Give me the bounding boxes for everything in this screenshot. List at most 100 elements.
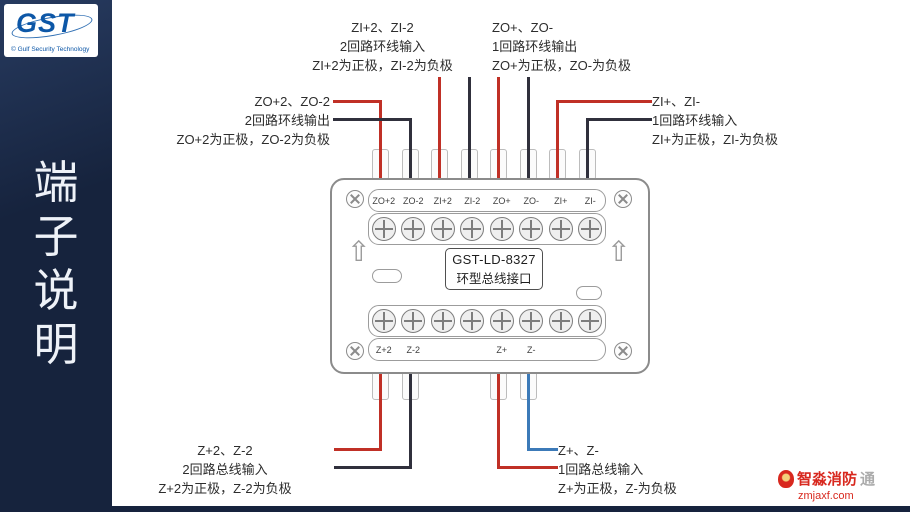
jumper-pad <box>576 286 602 300</box>
annotation-loop1-line-out: ZO+、ZO- 1回路环线输出 ZO+为正极，ZO-为负极 <box>492 18 682 75</box>
page-title-char: 明 <box>33 319 79 370</box>
terminal-screw-icon <box>371 217 396 241</box>
terminal-label: ZI+2 <box>433 195 452 206</box>
wire-z-negative <box>527 370 530 451</box>
terminal-screw-icon <box>578 217 603 241</box>
annotation-polarity: Z+2为正极，Z-2为负极 <box>158 481 292 496</box>
annotation-polarity: ZO+2为正极，ZO-2为负极 <box>176 132 331 147</box>
wire-zo-negative <box>527 77 530 178</box>
bottom-terminal-row <box>368 305 606 337</box>
annotation-loop2-bus-in: Z+2、Z-2 2回路总线输入 Z+2为正极，Z-2为负极 <box>118 441 332 498</box>
annotation-terminals: ZO+、ZO- <box>492 20 554 35</box>
watermark-site: zmjaxf.com <box>798 490 854 502</box>
terminal-label: ZI-2 <box>464 195 481 206</box>
terminal-screw-icon <box>460 309 485 333</box>
annotation-terminals: ZI+、ZI- <box>652 94 701 109</box>
terminal-label: Z- <box>527 344 536 355</box>
watermark-suffix: 通 <box>860 471 876 488</box>
annotation-desc: 2回路环线输入 <box>339 39 426 54</box>
watermark-brand: 智淼消防 <box>797 471 858 488</box>
wire-zo2-positive <box>379 100 382 178</box>
annotation-desc: 1回路总线输入 <box>558 462 644 477</box>
wire-z2-negative <box>334 466 411 469</box>
annotation-loop1-line-in: ZI+、ZI- 1回路环线输入 ZI+为正极，ZI-为负极 <box>652 92 852 149</box>
terminal-screw-icon <box>489 309 514 333</box>
terminal-label: Z+2 <box>375 344 392 355</box>
terminal-screw-icon <box>489 217 514 241</box>
gst-logo: GST © Gulf Security Technology <box>4 4 98 57</box>
annotation-polarity: Z+为正极，Z-为负极 <box>558 481 677 496</box>
wire-z2-positive <box>334 448 381 451</box>
terminal-label: ZO+ <box>492 195 511 206</box>
page-title: 端 子 说 明 <box>0 156 112 372</box>
wire-zi-negative <box>586 118 589 178</box>
annotation-terminals: ZI+2、ZI-2 <box>351 20 414 35</box>
up-arrow-icon: ⇧ <box>607 236 631 267</box>
gst-logo-subtext: © Gulf Security Technology <box>11 46 90 53</box>
annotation-loop2-line-out: ZO+2、ZO-2 2回路环线输出 ZO+2为正极，ZO-2为负极 <box>118 92 331 149</box>
annotation-desc: 2回路环线输出 <box>244 113 330 128</box>
terminal-label: ZI+ <box>554 195 568 206</box>
corner-screw-icon <box>614 190 632 208</box>
terminal-screw-icon <box>460 217 485 241</box>
terminal-screw-icon <box>430 309 455 333</box>
terminal-label: ZO+2 <box>372 195 396 206</box>
terminal-screw-icon <box>371 309 396 333</box>
terminal-label: ZO-2 <box>402 195 424 206</box>
wire-zo2-negative <box>409 118 412 178</box>
annotation-polarity: ZI+2为正极，ZI-2为负极 <box>312 58 453 73</box>
wire-zi-negative <box>586 118 652 121</box>
watermark-flame-icon <box>778 469 794 488</box>
terminal-label: ZO- <box>523 195 540 206</box>
wire-z2-positive <box>379 370 382 451</box>
annotation-terminals: Z+、Z- <box>558 443 599 458</box>
sidebar: GST © Gulf Security Technology 端 子 说 明 <box>0 0 112 512</box>
corner-screw-icon <box>346 342 364 360</box>
annotation-terminals: ZO+2、ZO-2 <box>254 94 331 109</box>
terminal-screw-icon <box>401 309 426 333</box>
jumper-pad <box>372 269 402 283</box>
corner-screw-icon <box>346 190 364 208</box>
corner-screw-icon <box>614 342 632 360</box>
wire-z-positive <box>498 466 558 469</box>
terminal-screw-icon <box>519 309 544 333</box>
up-arrow-icon: ⇧ <box>347 236 371 267</box>
top-terminal-labels: ZO+2 ZO-2 ZI+2 ZI-2 ZO+ ZO- ZI+ ZI- <box>368 189 606 212</box>
page-title-char: 端 <box>33 157 79 208</box>
terminal-block: ZO+2 ZO-2 ZI+2 ZI-2 ZO+ ZO- ZI+ ZI- ⇧ ⇧ … <box>330 178 650 374</box>
wire-zo-positive <box>497 77 500 178</box>
annotation-polarity: ZO+为正极，ZO-为负极 <box>492 58 632 73</box>
wire-zi-positive <box>556 100 559 178</box>
wire-zi2-negative <box>468 77 471 178</box>
page-title-char: 说 <box>33 265 79 316</box>
wire-z-negative <box>528 448 558 451</box>
top-terminal-row <box>368 213 606 245</box>
annotation-loop1-bus-in: Z+、Z- 1回路总线输入 Z+为正极，Z-为负极 <box>558 441 758 498</box>
wire-zi2-positive <box>438 77 441 178</box>
annotation-terminals: Z+2、Z-2 <box>197 443 253 458</box>
wire-zo2-negative <box>333 118 411 121</box>
terminal-screw-icon <box>401 217 426 241</box>
terminal-screw-icon <box>519 217 544 241</box>
terminal-screw-icon <box>548 309 573 333</box>
terminal-screw-icon <box>548 217 573 241</box>
annotation-loop2-line-in: ZI+2、ZI-2 2回路环线输入 ZI+2为正极，ZI-2为负极 <box>285 18 480 75</box>
module-name: 环型总线接口 <box>456 271 532 286</box>
page-title-char: 子 <box>33 211 79 262</box>
gst-logo-text: GST <box>16 8 75 38</box>
bottom-bar <box>0 506 910 512</box>
wire-zo2-positive <box>333 100 381 103</box>
terminal-label: Z+ <box>496 344 508 355</box>
terminal-label: ZI- <box>584 195 596 206</box>
annotation-polarity: ZI+为正极，ZI-为负极 <box>652 132 779 147</box>
wire-zi-positive <box>556 100 652 103</box>
wire-z2-negative <box>409 370 412 469</box>
wire-z-positive <box>497 370 500 469</box>
module-model: GST-LD-8327 <box>452 251 536 267</box>
terminal-screw-icon <box>430 217 455 241</box>
bottom-terminal-labels: Z+2 Z-2 Z+ Z- <box>368 338 606 361</box>
terminal-screw-icon <box>578 309 603 333</box>
annotation-desc: 1回路环线输出 <box>492 39 578 54</box>
watermark: 智淼消防 通 zmjaxf.com <box>778 468 908 502</box>
